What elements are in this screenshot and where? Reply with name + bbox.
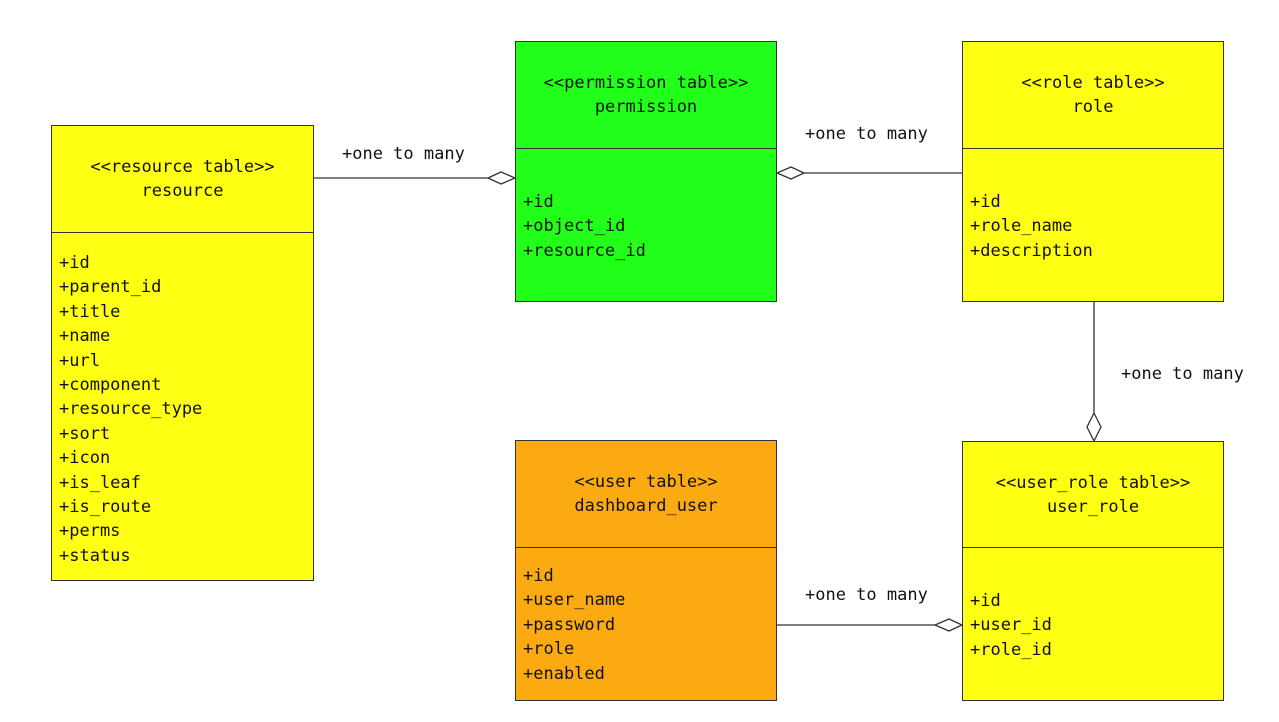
permission-table-stereotype: <<permission table>> bbox=[543, 73, 749, 93]
user-role-table-header: <<user_role table>> user_role bbox=[963, 442, 1223, 548]
resource-table: <<resource table>> resource +id +parent_i… bbox=[51, 125, 314, 581]
resource-attribute: +parent_id bbox=[59, 277, 162, 298]
permission-table: <<permission table>> permission +id +obje… bbox=[515, 41, 777, 302]
role-attribute: +description bbox=[970, 240, 1093, 261]
relation-label-user-user-role: +one to many bbox=[805, 585, 928, 605]
connector-user-user-role bbox=[777, 618, 964, 632]
resource-table-name: resource bbox=[141, 181, 224, 201]
user-attribute: +id bbox=[523, 566, 554, 586]
resource-attribute: +component bbox=[59, 375, 162, 396]
user-attribute: +password bbox=[523, 614, 616, 635]
permission-table-name: permission bbox=[594, 97, 698, 117]
role-table-attributes: +id +role_name +description bbox=[963, 190, 1223, 301]
user-role-attribute: +id bbox=[970, 591, 1001, 611]
connector-role-user-role bbox=[1086, 302, 1102, 443]
aggregation-diamond-icon bbox=[1086, 411, 1102, 443]
role-table: <<role table>> role +id +role_name +descri… bbox=[962, 41, 1224, 302]
user-role-table-attributes: +id +user_id +role_id bbox=[963, 589, 1223, 700]
permission-table-attributes: +id +object_id +resource_id bbox=[516, 190, 776, 301]
user-role-table: <<user_role table>> user_role +id +user_i… bbox=[962, 441, 1224, 701]
relation-label-role-user-role: +one to many bbox=[1121, 364, 1244, 384]
relation-label-role-permission: +one to many bbox=[805, 124, 928, 144]
user-table-header: <<user table>> dashboard_user bbox=[516, 441, 776, 548]
user-role-table-stereotype: <<user_role table>> bbox=[995, 472, 1191, 493]
resource-attribute: +icon bbox=[59, 448, 111, 469]
permission-attribute: +object_id bbox=[523, 216, 626, 237]
user-role-attribute: +user_id bbox=[970, 615, 1052, 636]
aggregation-diamond-icon bbox=[775, 166, 806, 180]
user-attribute: +enabled bbox=[523, 663, 605, 684]
resource-attribute: +url bbox=[59, 350, 100, 371]
resource-attribute: +is_route bbox=[59, 497, 152, 518]
role-table-stereotype: <<role table>> bbox=[1021, 73, 1165, 93]
permission-attribute: +id bbox=[523, 192, 554, 212]
aggregation-diamond-icon bbox=[486, 171, 517, 185]
resource-attribute: +perms bbox=[59, 521, 121, 542]
role-attribute: +role_name bbox=[970, 216, 1073, 237]
connector-resource-permission bbox=[314, 171, 517, 185]
user-attribute: +user_name bbox=[523, 590, 626, 611]
resource-attribute: +title bbox=[59, 301, 121, 322]
permission-table-header: <<permission table>> permission bbox=[516, 42, 776, 149]
user-table-name: dashboard_user bbox=[574, 496, 718, 516]
resource-table-attributes: +id +parent_id +title +name +url +component +r… bbox=[52, 251, 313, 580]
role-attribute: +id bbox=[970, 192, 1001, 212]
resource-table-header: <<resource table>> resource bbox=[52, 126, 313, 233]
user-role-table-name: user_role bbox=[1046, 496, 1140, 517]
user-table: <<user table>> dashboard_user +id +user_n… bbox=[515, 440, 777, 701]
resource-attribute: +name bbox=[59, 326, 111, 347]
aggregation-diamond-icon bbox=[933, 618, 964, 632]
role-table-header: <<role table>> role bbox=[963, 42, 1223, 149]
connector-role-permission bbox=[775, 166, 962, 180]
relation-label-resource-permission: +one to many bbox=[342, 144, 465, 164]
user-table-stereotype: <<user table>> bbox=[574, 472, 718, 492]
user-table-attributes: +id +user_name +password +role +enabled bbox=[516, 564, 776, 700]
resource-attribute: +resource_type bbox=[59, 399, 203, 420]
user-role-attribute: +role_id bbox=[970, 639, 1052, 660]
role-table-name: role bbox=[1072, 97, 1114, 117]
resource-attribute: +is_leaf bbox=[59, 472, 141, 493]
resource-attribute: +status bbox=[59, 545, 131, 566]
resource-table-stereotype: <<resource table>> bbox=[90, 157, 275, 177]
permission-attribute: +resource_id bbox=[523, 240, 646, 261]
user-attribute: +role bbox=[523, 639, 575, 660]
resource-attribute: +id bbox=[59, 253, 90, 273]
resource-attribute: +sort bbox=[59, 423, 111, 444]
